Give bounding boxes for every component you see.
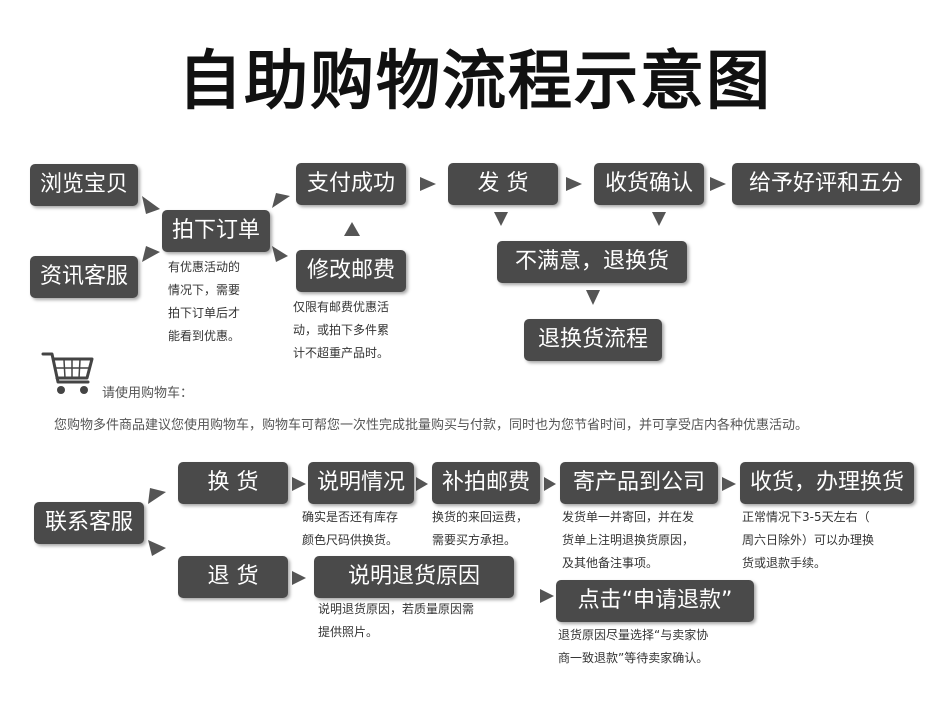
send-note: 发货单一并寄回，并在发 货单上注明退换货原因， 及其他备注事项。: [562, 510, 695, 570]
arrow-reason-to-refund: [540, 589, 554, 603]
postage-note: 仅限有邮费优惠活 动，或拍下多件累 计不超重产品时。: [293, 300, 390, 360]
arrow-confirm-to-review: [710, 177, 726, 191]
send-company-box: 寄产品到公司: [560, 462, 718, 504]
exchange-postage-note: 换货的来回运费， 需要买方承担。: [432, 510, 529, 547]
arrow-ship-to-confirm: [566, 177, 582, 191]
review-box: 给予好评和五分: [732, 163, 920, 205]
pay-postage-box: 补拍邮费: [432, 462, 540, 504]
arrow-confirm-to-unsatisfied: [652, 212, 666, 226]
arrow-unsatisfied-to-return: [586, 290, 600, 305]
apply-refund-box: 点击“申请退款”: [556, 580, 754, 622]
confirm-box: 收货确认: [594, 163, 704, 205]
cart-tip-text: 您购物多件商品建议您使用购物车，购物车可帮您一次性完成批量购买与付款，同时也为您…: [54, 418, 809, 433]
arrow-contact-to-return: [148, 540, 166, 556]
modify-postage-box: 修改邮费: [296, 250, 406, 292]
order-box: 拍下订单: [162, 210, 270, 252]
arrow-exchange-to-situation: [292, 477, 306, 491]
arrow-browse-to-order: [142, 196, 160, 214]
unsatisfied-box: 不满意，退换货: [497, 241, 687, 283]
arrow-consult-to-order: [142, 246, 160, 262]
arrow-postage-to-send: [544, 477, 556, 491]
arrow-modify-to-pay: [344, 222, 360, 236]
receive-note: 正常情况下3-5天左右（ 周六日除外）可以办理换 货或退款手续。: [742, 510, 875, 570]
contact-box: 联系客服: [34, 502, 144, 544]
consult-box: 资讯客服: [30, 256, 138, 298]
arrow-situation-to-postage: [416, 477, 428, 491]
reason-note: 说明退货原因，若质量原因需 提供照片。: [318, 602, 475, 639]
situation-note: 确实是否还有库存 颜色尺码供换货。: [302, 510, 399, 547]
page-title: 自助购物流程示意图: [178, 45, 772, 119]
arrow-return-to-reason: [292, 571, 306, 585]
order-note: 有优惠活动的 情况下，需要 拍下订单后才 能看到优惠。: [168, 260, 241, 343]
explain-reason-box: 说明退货原因: [314, 556, 514, 598]
return-box: 退 货: [178, 556, 288, 598]
arrow-pay-to-ship: [420, 177, 436, 191]
browse-box: 浏览宝贝: [30, 164, 138, 206]
shopping-cart-icon: [41, 352, 94, 394]
arrow-contact-to-exchange: [148, 488, 166, 504]
exchange-box: 换 货: [178, 462, 288, 504]
return-flow-box: 退换货流程: [524, 319, 662, 361]
arrow-send-to-receive: [722, 477, 736, 491]
explain-situation-box: 说明情况: [308, 462, 414, 504]
ship-box: 发 货: [448, 163, 558, 205]
arrow-ship-to-unsatisfied: [494, 212, 508, 226]
pay-success-box: 支付成功: [296, 163, 406, 205]
receive-exchange-box: 收货，办理换货: [740, 462, 914, 504]
arrow-order-to-modify: [272, 246, 288, 262]
cart-tip-title: 请使用购物车：: [102, 386, 194, 401]
arrow-order-to-pay: [272, 193, 290, 208]
refund-note: 退货原因尽量选择“与卖家协 商一致退款”等待卖家确认。: [558, 628, 709, 665]
